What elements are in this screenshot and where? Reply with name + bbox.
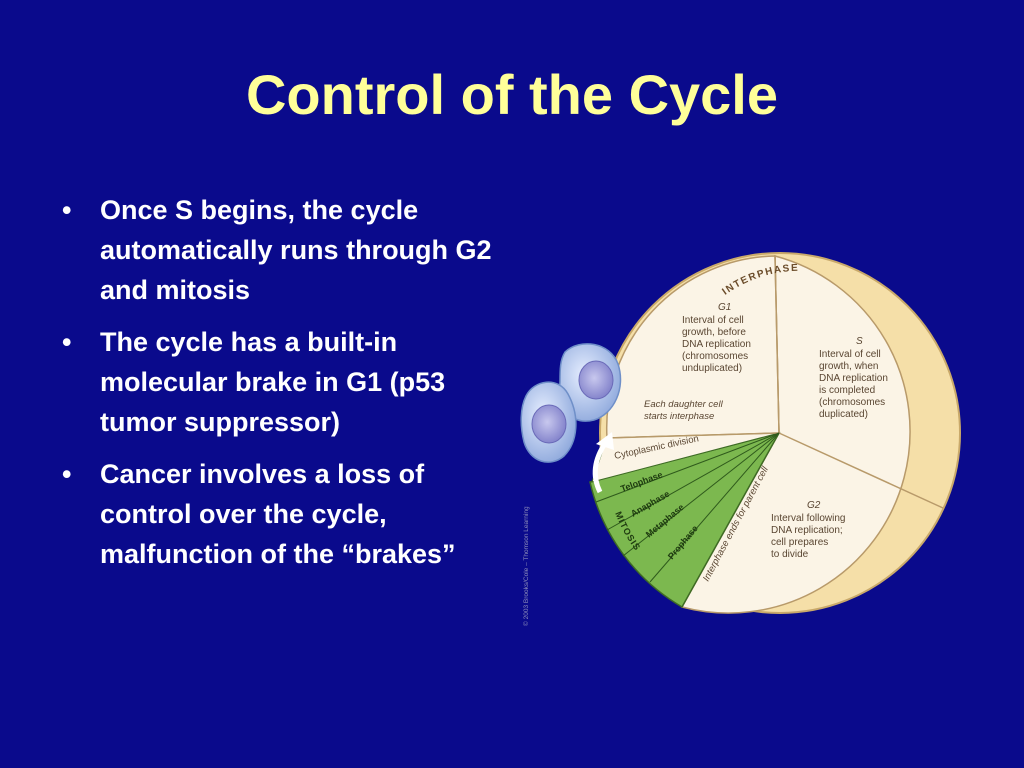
divider-line — [774, 255, 780, 434]
bullet-item: • The cycle has a built-in molecular brak… — [62, 322, 502, 442]
phase-line — [622, 432, 780, 557]
g2-name: G2 — [807, 500, 821, 511]
bullet-item: • Cancer involves a loss of control over … — [62, 454, 502, 574]
bullet-marker: • — [62, 327, 72, 357]
g1-description: Interval of cell growth, before DNA repl… — [682, 315, 754, 374]
interphase-wedge — [680, 255, 911, 614]
bullet-text: The cycle has a built-in molecular brake… — [100, 327, 446, 437]
slide-title: Control of the Cycle — [245, 63, 779, 126]
g1-name: G1 — [718, 302, 731, 313]
mitosis-sector — [589, 431, 781, 609]
g2-description: Interval following DNA replication; cell… — [771, 513, 848, 560]
daughter-cell — [520, 381, 577, 463]
phase-line — [595, 432, 780, 503]
divider-line — [606, 432, 780, 439]
arrow-head — [596, 432, 614, 450]
s-name: S — [856, 336, 863, 347]
bullet-item: • Once S begins, the cycle automatically … — [62, 190, 502, 310]
nucleus — [578, 360, 614, 400]
bullet-marker: • — [62, 459, 72, 489]
cell-cycle-diagram: INTERPHASE MITOSIS G1 Interval of cell g… — [520, 252, 961, 626]
bullet-marker: • — [62, 195, 72, 225]
phase-line — [649, 432, 780, 583]
bullet-list: • Once S begins, the cycle automatically … — [62, 190, 502, 586]
divider-line — [778, 432, 944, 509]
copyright-credit: © 2003 Brooks/Cole – Thomson Learning — [522, 506, 530, 626]
nucleus — [531, 404, 567, 444]
bullet-text: Once S begins, the cycle automatically r… — [100, 195, 492, 305]
bullet-text: Cancer involves a loss of control over t… — [100, 459, 456, 569]
daughter-cell — [559, 343, 622, 422]
daughter-cell-note: Each daughter cell starts interphase — [644, 399, 725, 422]
s-description: Interval of cell growth, when DNA replic… — [819, 349, 891, 420]
phase-line — [606, 432, 780, 531]
